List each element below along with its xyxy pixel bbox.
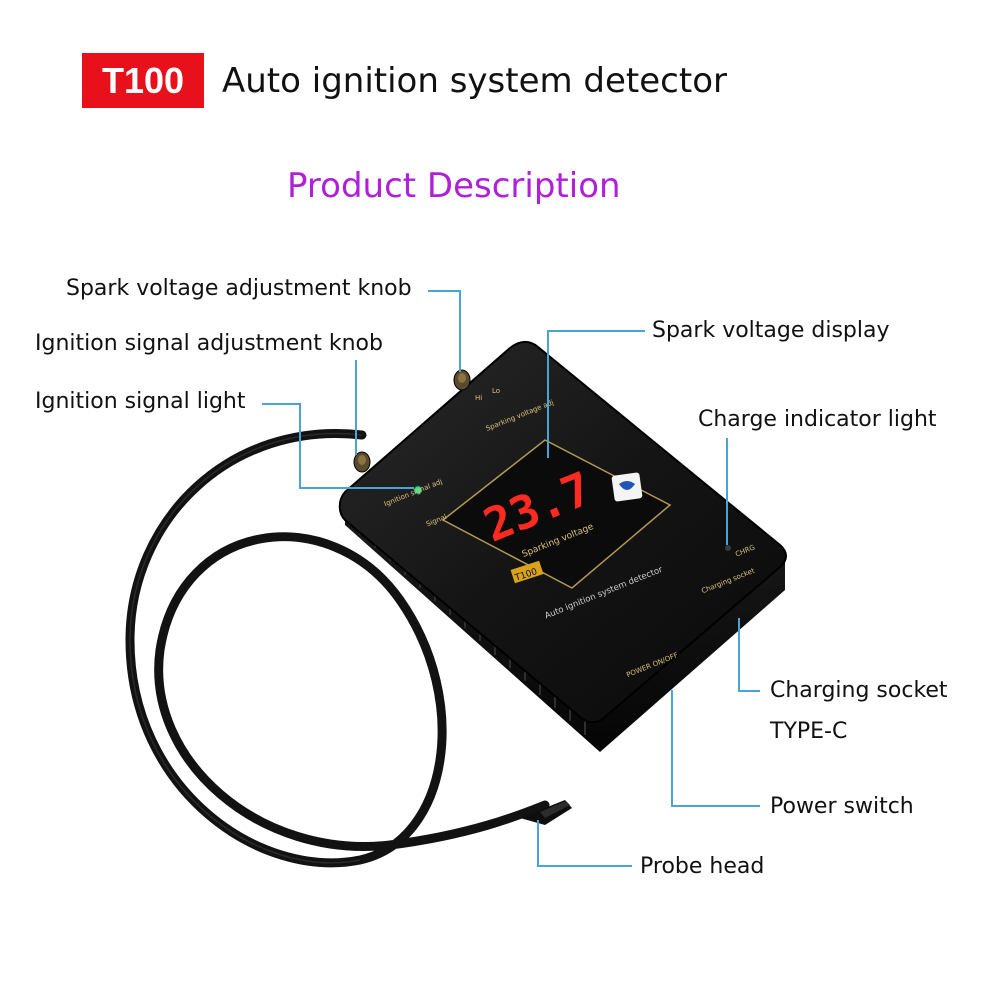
leader-power-switch <box>671 690 760 807</box>
leader-signal-light <box>262 403 414 489</box>
logo-icon <box>611 472 643 502</box>
label-spark-voltage-display: Spark voltage display <box>652 318 890 343</box>
header: T100 Auto ignition system detector <box>82 53 727 108</box>
label-charge-indicator-light: Charge indicator light <box>698 407 937 432</box>
leader-probe-head <box>537 820 632 867</box>
probe-head <box>520 800 572 825</box>
knob-icon[interactable] <box>353 451 371 473</box>
label-spark-voltage-knob: Spark voltage adjustment knob <box>66 276 412 301</box>
knob-icon[interactable] <box>453 369 471 391</box>
label-charging-socket-type: TYPE-C <box>770 719 848 744</box>
label-ignition-signal-light: Ignition signal light <box>35 389 246 414</box>
label-charging-socket: Charging socket <box>770 678 948 703</box>
led-icon <box>725 545 731 551</box>
label-power-switch: Power switch <box>770 794 914 819</box>
lo-label: Lo <box>492 387 500 395</box>
led-icon <box>413 485 423 495</box>
hi-label: Hi <box>475 394 482 402</box>
label-ignition-signal-knob: Ignition signal adjustment knob <box>35 331 383 356</box>
leader-spark-display <box>547 330 645 458</box>
section-subtitle: Product Description <box>287 166 621 206</box>
page-title: Auto ignition system detector <box>222 60 727 101</box>
label-probe-head: Probe head <box>640 854 765 879</box>
leader-charging-socket <box>738 618 760 692</box>
leader-spark-knob <box>428 290 461 372</box>
model-badge: T100 <box>82 53 204 108</box>
